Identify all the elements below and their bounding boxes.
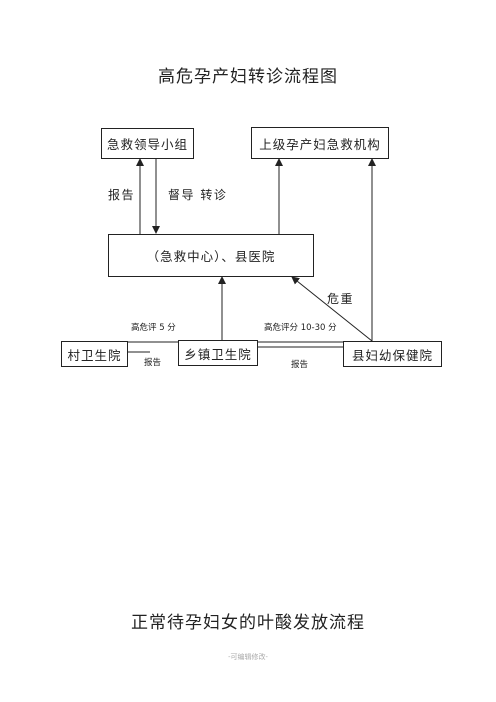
node-emergency-group: 急救领导小组 [101, 128, 194, 159]
label-score-10-30: 高危评分 10-30 分 [264, 323, 337, 333]
label-report-county: 报告 [291, 360, 309, 370]
label-report-up: 报告 [108, 188, 136, 202]
footer-text: -可编辑修改- [228, 653, 268, 661]
node-village-clinic: 村卫生院 [61, 341, 128, 367]
label-report-village: 报告 [144, 358, 162, 368]
page-title: 高危孕产妇转诊流程图 [158, 67, 338, 87]
second-title: 正常待孕妇女的叶酸发放流程 [131, 613, 365, 633]
node-county-hospital: （急救中心）、县医院 [108, 234, 314, 277]
node-township-clinic: 乡镇卫生院 [178, 340, 258, 366]
node-superior-institution: 上级孕产妇急救机构 [251, 127, 389, 159]
label-score-5: 高危评 5 分 [131, 323, 176, 333]
label-supervise-refer: 督导 转诊 [168, 188, 228, 202]
node-maternal-child-center: 县妇幼保健院 [343, 341, 442, 367]
label-critical: 危重 [327, 292, 355, 306]
arrow-critical-to-hospital [291, 276, 373, 342]
